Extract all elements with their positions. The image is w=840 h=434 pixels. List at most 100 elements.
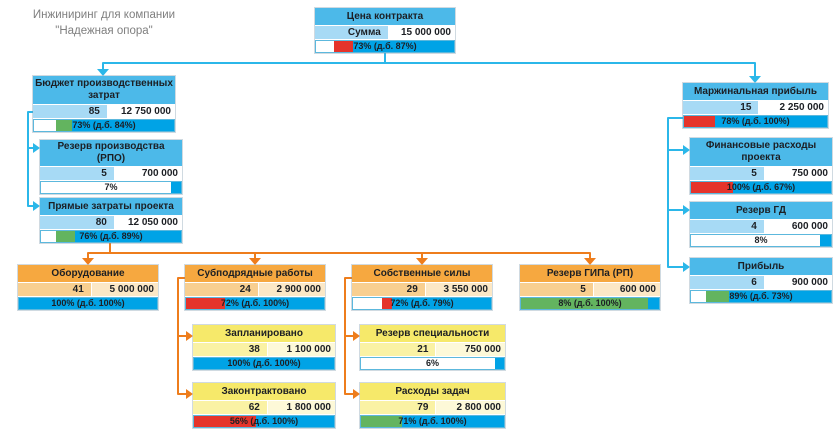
progress-segment-white (316, 41, 334, 52)
node-left-value: 24 (185, 283, 258, 296)
progress-segment-blue (402, 416, 504, 427)
connector-right-bracket (667, 117, 685, 268)
progress-segment-white (41, 231, 57, 242)
progress-bar-label: 100% (д.б. 100%) (51, 298, 125, 308)
node-title: Резерв специальности (360, 325, 505, 342)
progress-bar-label: 8% (754, 235, 768, 245)
progress-segment-blue (733, 182, 831, 193)
node-contracted[interactable]: Законтрактовано 62 1 800 000 56% (д.б. 1… (193, 383, 335, 428)
node-left-value: 6 (690, 276, 764, 289)
node-financial-expenses[interactable]: Финансовые расходы проекта 5 750 000 100… (690, 138, 832, 194)
node-gip-reserve[interactable]: Резерв ГИПа (РП) 5 600 000 8% (д.б. 100%… (520, 265, 660, 310)
node-values: 62 1 800 000 (193, 401, 335, 414)
progress-segment-green (56, 231, 75, 242)
node-right-value: 15 000 000 (388, 26, 455, 39)
node-values: Сумма 15 000 000 (315, 26, 455, 39)
node-planned[interactable]: Запланировано 38 1 100 000 100% (д.б. 10… (193, 325, 335, 370)
arrow-right-icon (683, 262, 690, 272)
node-title: Резерв ГД (690, 202, 832, 219)
progress-segment-blue (224, 298, 324, 309)
node-progress-bar: 72% (д.б. 100%) (185, 297, 325, 310)
node-title: Бюджет производственных затрат (33, 76, 175, 104)
progress-bar-label: 89% (д.б. 73%) (729, 291, 793, 301)
progress-bar-label: 7% (104, 182, 118, 192)
node-right-value: 2 900 000 (258, 283, 325, 296)
node-left-value: 85 (33, 105, 107, 118)
node-right-value: 600 000 (593, 283, 660, 296)
node-title: Запланировано (193, 325, 335, 342)
node-title: Маржинальная прибыль (683, 83, 828, 100)
node-right-value: 700 000 (114, 167, 182, 180)
node-production-budget[interactable]: Бюджет производственных затрат 85 12 750… (33, 76, 175, 132)
progress-bar-label: 56% (д.б. 100%) (229, 416, 299, 426)
node-title: Резерв ГИПа (РП) (520, 265, 660, 282)
progress-segment-red (691, 182, 733, 193)
progress-segment-green (706, 291, 729, 302)
node-left-value: 38 (193, 343, 267, 356)
node-values: 79 2 800 000 (360, 401, 505, 414)
node-marginal-profit[interactable]: Маржинальная прибыль 15 2 250 000 78% (д… (683, 83, 828, 128)
node-production-reserve[interactable]: Резерв производства (РПО) 5 700 000 7% (40, 140, 182, 194)
node-task-costs[interactable]: Расходы задач 79 2 800 000 71% (д.б. 100… (360, 383, 505, 428)
node-values: 24 2 900 000 (185, 283, 325, 296)
progress-segment-blue (71, 120, 174, 131)
node-progress-bar: 78% (д.б. 100%) (683, 115, 828, 128)
progress-segment-blue (255, 416, 334, 427)
node-right-value: 1 800 000 (267, 401, 335, 414)
node-left-value: 5 (40, 167, 114, 180)
progress-segment-green (361, 416, 403, 427)
progress-segment-green (56, 120, 72, 131)
arrow-right-icon (683, 205, 690, 215)
node-subcontract-works[interactable]: Субподрядные работы 24 2 900 000 72% (д.… (185, 265, 325, 310)
node-title: Резерв производства (РПО) (40, 140, 182, 166)
node-right-value: 750 000 (436, 343, 505, 356)
node-specialty-reserve[interactable]: Резерв специальности 21 750 000 6% (360, 325, 505, 370)
node-left-value: 15 (683, 101, 759, 114)
diagram-title: Инжиниринг для компании "Надежная опора" (18, 8, 190, 39)
arrow-down-icon (97, 69, 109, 76)
arrow-right-icon (683, 145, 690, 155)
node-own-forces[interactable]: Собственные силы 29 3 550 000 72% (д.б. … (352, 265, 492, 310)
progress-segment-white (691, 235, 820, 246)
node-left-value: 62 (193, 401, 267, 414)
node-left-value: 29 (352, 283, 425, 296)
arrow-right-icon (33, 201, 40, 211)
node-right-value: 12 050 000 (114, 216, 182, 229)
node-gd-reserve[interactable]: Резерв ГД 4 600 000 8% (690, 202, 832, 247)
progress-segment-red (186, 298, 225, 309)
node-title: Прибыль (690, 258, 832, 275)
node-equipment[interactable]: Оборудование 41 5 000 000 100% (д.б. 100… (18, 265, 158, 310)
node-values: 41 5 000 000 (18, 283, 158, 296)
node-title: Финансовые расходы проекта (690, 138, 832, 166)
node-values: 6 900 000 (690, 276, 832, 289)
orange-arrowheads (82, 258, 596, 399)
arrow-right-icon (353, 389, 360, 399)
node-contract-price[interactable]: Цена контракта Сумма 15 000 000 73% (д.б… (315, 8, 455, 53)
arrow-right-icon (33, 143, 40, 153)
node-progress-bar: 73% (д.б. 84%) (33, 119, 175, 132)
arrow-down-icon (82, 258, 94, 265)
node-title: Цена контракта (315, 8, 455, 25)
node-right-value: 2 250 000 (759, 101, 828, 114)
node-title: Расходы задач (360, 383, 505, 400)
node-values: 5 700 000 (40, 167, 182, 180)
progress-segment-blue (353, 41, 454, 52)
node-values: 85 12 750 000 (33, 105, 175, 118)
node-profit[interactable]: Прибыль 6 900 000 89% (д.б. 73%) (690, 258, 832, 303)
progress-segment-blue (19, 298, 157, 309)
progress-segment-red (381, 298, 392, 309)
node-direct-costs[interactable]: Прямые затраты проекта 80 12 050 000 76%… (40, 198, 182, 243)
progress-bar-label: 100% (д.б. 67%) (726, 182, 796, 192)
progress-bar-label: 72% (д.б. 100%) (220, 298, 290, 308)
progress-segment-blue (74, 231, 181, 242)
progress-segment-blue (391, 298, 491, 309)
node-progress-bar: 100% (д.б. 100%) (18, 297, 158, 310)
node-values: 38 1 100 000 (193, 343, 335, 356)
diagram-title-line2: "Надежная опора" (55, 24, 153, 37)
arrow-down-icon (749, 76, 761, 83)
progress-segment-white (34, 120, 57, 131)
progress-bar-label: 100% (д.б. 100%) (227, 358, 301, 368)
node-left-value: 5 (690, 167, 764, 180)
progress-bar-label: 8% (д.б. 100%) (558, 298, 622, 308)
node-right-value: 1 100 000 (267, 343, 335, 356)
